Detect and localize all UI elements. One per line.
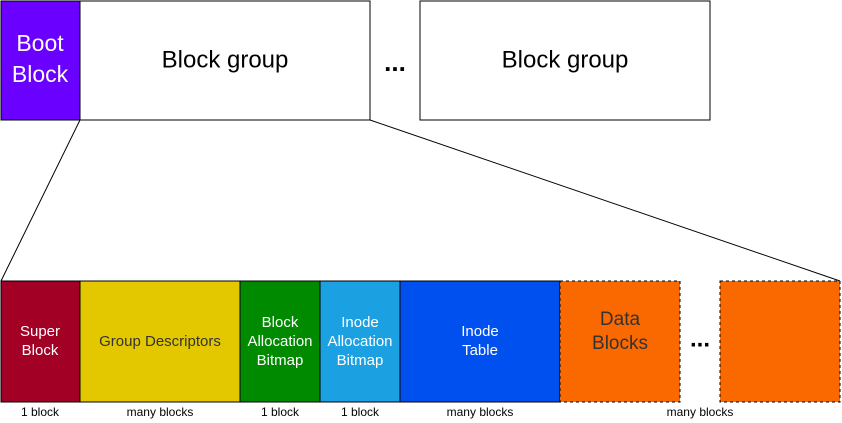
block-bitmap-label-line3: Bitmap xyxy=(257,352,304,369)
data-blocks-label-line2: Blocks xyxy=(592,333,648,354)
data-blocks-tail xyxy=(719,280,841,403)
data-blocks: Data Blocks xyxy=(559,280,681,403)
block-allocation-bitmap: Block Allocation Bitmap xyxy=(239,280,321,403)
top-row-ellipsis: ... xyxy=(384,47,406,77)
block-bitmap-label-line1: Block xyxy=(262,314,299,331)
inode-allocation-bitmap: Inode Allocation Bitmap xyxy=(319,280,401,403)
inode-table-label-line1: Inode xyxy=(461,323,499,340)
block-group-primary: Block group xyxy=(79,0,371,121)
group-descriptors-label: Group Descriptors xyxy=(99,333,221,350)
block-group-primary-label: Block group xyxy=(162,46,289,73)
super-block-label-line2: Block xyxy=(22,342,59,359)
inode-table-size-label: many blocks xyxy=(447,405,514,419)
detail-row-ellipsis: ... xyxy=(690,325,710,352)
super-block-size-label: 1 block xyxy=(21,405,60,419)
group-descriptors-size-label: many blocks xyxy=(127,405,194,419)
block-bitmap-label-line2: Allocation xyxy=(247,333,312,350)
zoom-line-right xyxy=(369,119,841,282)
inode-bitmap-label-line2: Allocation xyxy=(327,333,392,350)
super-block-label-line1: Super xyxy=(20,323,60,340)
boot-block-label-line1: Boot xyxy=(16,30,64,56)
group-descriptors: Group Descriptors xyxy=(79,280,241,403)
block-group-secondary: Block group xyxy=(419,0,711,121)
block-bitmap-size-label: 1 block xyxy=(261,405,300,419)
inode-bitmap-label-line3: Bitmap xyxy=(337,352,384,369)
inode-table-label-line2: Table xyxy=(462,342,498,359)
block-group-secondary-label: Block group xyxy=(502,46,629,73)
boot-block-label-line2: Block xyxy=(12,61,69,87)
super-block: Super Block xyxy=(0,280,81,403)
zoom-line-left xyxy=(0,119,81,282)
boot-block: Boot Block xyxy=(0,0,81,121)
data-blocks-size-label: many blocks xyxy=(667,405,734,419)
inode-table: Inode Table xyxy=(399,280,561,403)
inode-bitmap-size-label: 1 block xyxy=(341,405,380,419)
data-blocks-label-line1: Data xyxy=(600,309,641,330)
inode-bitmap-label-line1: Inode xyxy=(341,314,379,331)
